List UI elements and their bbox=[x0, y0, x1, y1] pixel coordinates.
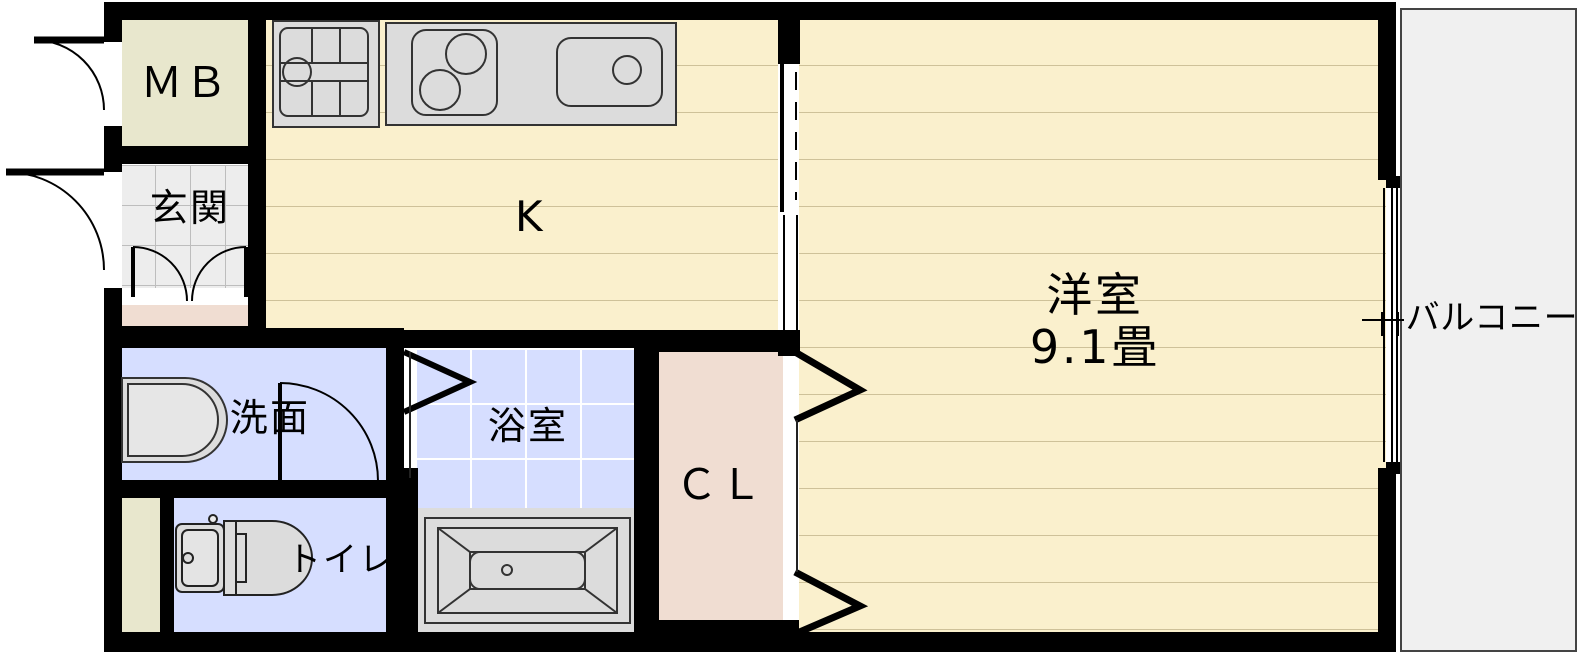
room-fill-balcony bbox=[1400, 8, 1577, 652]
wall-washroom-right bbox=[386, 338, 404, 484]
label-balcony: バルコニー bbox=[1405, 298, 1579, 338]
pipe-shaft bbox=[122, 497, 164, 634]
label-kitchen: K bbox=[514, 192, 546, 241]
wall-pipe-shaft-right bbox=[160, 490, 174, 652]
label-entrance: 玄関 bbox=[149, 186, 231, 230]
wall-kitchen-bottom bbox=[650, 330, 800, 350]
washing-machine-pan bbox=[272, 20, 380, 128]
balcony-sill-bottom bbox=[1386, 462, 1400, 474]
wall-meter-box-right bbox=[248, 2, 266, 162]
room-fill-meter-box bbox=[120, 20, 250, 148]
label-bathroom: 浴室 bbox=[487, 404, 569, 448]
label-main-room-size: 9.1畳 bbox=[1029, 320, 1161, 374]
label-washroom: 洗面 bbox=[229, 396, 311, 440]
wall-exterior-top bbox=[104, 2, 1394, 20]
wall-bathroom-left-lower bbox=[400, 468, 418, 652]
wall-closet-left bbox=[645, 330, 659, 652]
wall-meter-box-bottom bbox=[104, 146, 266, 164]
wall-partition-upper bbox=[778, 2, 800, 64]
label-toilet: トイレ bbox=[286, 540, 396, 580]
entrance-door-lower bbox=[5, 168, 105, 271]
entrance-door-opening-upper bbox=[104, 42, 122, 126]
bath-pan-area bbox=[415, 508, 640, 634]
entrance-door-opening-lower bbox=[104, 172, 122, 288]
balcony-sill-top bbox=[1386, 176, 1400, 188]
room-fill-closet bbox=[655, 352, 783, 634]
kitchen-room-sliding-door bbox=[780, 64, 798, 335]
wall-washroom-top bbox=[104, 328, 404, 348]
closet-door-gap bbox=[783, 352, 799, 634]
wall-exterior-right-top bbox=[1378, 2, 1396, 180]
wall-exterior-right-bottom bbox=[1378, 468, 1396, 652]
kitchen-counter bbox=[385, 22, 677, 126]
label-meter-box: ＭＢ bbox=[140, 58, 230, 107]
room-fill-main-room bbox=[799, 18, 1386, 634]
wall-bathroom-top bbox=[400, 330, 650, 348]
label-closet: ＣＬ bbox=[675, 460, 765, 509]
label-main-room: 洋室 bbox=[1046, 268, 1144, 322]
wall-genkan-right bbox=[248, 146, 266, 346]
entrance-door-upper bbox=[33, 36, 105, 111]
wall-toilet-right bbox=[386, 480, 404, 652]
wall-closet-bottom bbox=[645, 620, 799, 652]
wall-washroom-bottom bbox=[104, 480, 404, 498]
